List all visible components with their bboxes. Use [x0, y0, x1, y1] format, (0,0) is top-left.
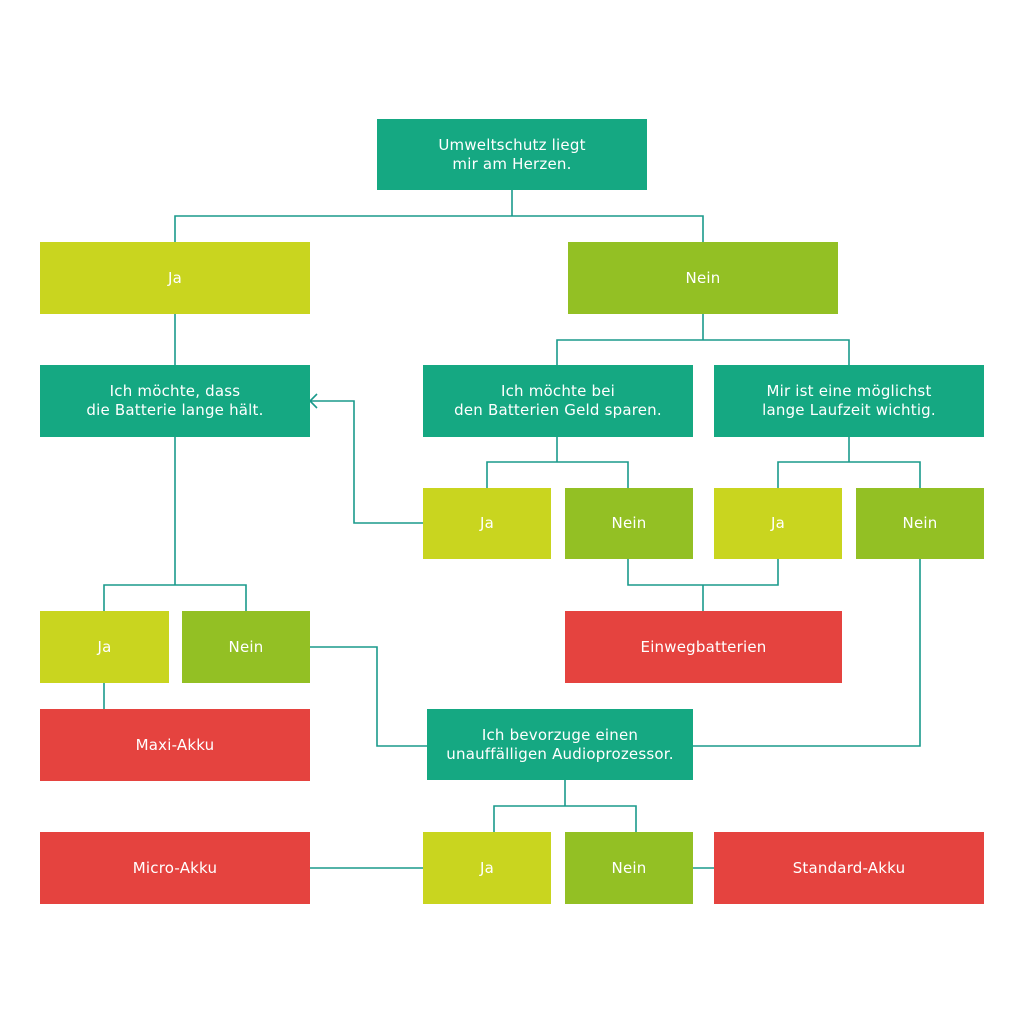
connector-runtime-split: [777, 461, 921, 488]
long-runtime-question: Mir ist eine möglichst lange Laufzeit wi…: [714, 365, 984, 437]
long-life-yes-box: Ja: [40, 611, 169, 683]
connector-to-disposable: [627, 559, 779, 586]
root-yes-box: Ja: [40, 242, 310, 314]
save-money-question: Ich möchte bei den Batterien Geld sparen…: [423, 365, 693, 437]
discreet-yes-box: Ja: [423, 832, 551, 904]
runtime-no-box: Nein: [856, 488, 984, 559]
root-no-box: Nein: [568, 242, 838, 314]
connector-runtime-nein-to-discreet: [693, 559, 921, 747]
result-micro-akku: Micro-Akku: [40, 832, 310, 904]
discreet-no-box: Nein: [565, 832, 693, 904]
connector-discreet-split: [493, 805, 637, 832]
connector-savemoney-ja-back: [310, 400, 423, 524]
connector-nein-split: [556, 339, 850, 365]
result-disposable-batteries: Einwegbatterien: [565, 611, 842, 683]
result-maxi-akku: Maxi-Akku: [40, 709, 310, 781]
connector-longlife-split: [103, 584, 247, 611]
save-money-no-box: Nein: [565, 488, 693, 559]
root-question: Umweltschutz liegt mir am Herzen.: [377, 119, 647, 190]
connector-longlife-nein-to-discreet: [310, 646, 427, 747]
discreet-processor-question: Ich bevorzuge einen unauffälligen Audiop…: [427, 709, 693, 780]
connector-arrowhead: [308, 393, 318, 409]
long-life-question: Ich möchte, dass die Batterie lange hält…: [40, 365, 310, 437]
connector-savemoney-split: [486, 461, 629, 488]
long-life-no-box: Nein: [182, 611, 310, 683]
connector-root-split: [174, 215, 704, 242]
result-standard-akku: Standard-Akku: [714, 832, 984, 904]
save-money-yes-box: Ja: [423, 488, 551, 559]
runtime-yes-box: Ja: [714, 488, 842, 559]
